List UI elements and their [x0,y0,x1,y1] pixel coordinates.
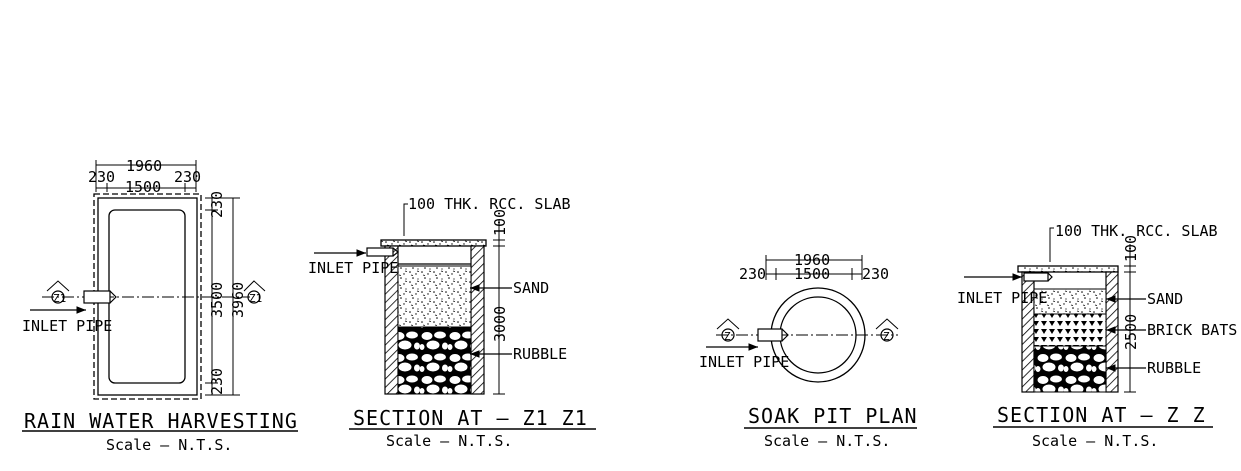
section-z: INLET PIPE 100 THK. RCC. SLAB 100 2500 S… [957,222,1237,450]
section-scale: Scale – N.T.S. [1032,432,1158,450]
rcc-slab [1017,265,1119,273]
soak-pit-scale: Scale – N.T.S. [764,432,890,450]
plan-scale: Scale – N.T.S. [106,436,232,454]
section-dimensions [493,220,505,395]
brick-bats-layer [1033,313,1107,347]
dim-overall-width: 1960 [126,157,162,175]
slab-dim: 100 [1122,235,1140,262]
inlet-pipe-label: INLET PIPE [699,353,789,371]
dim-wall-right: 230 [174,168,201,186]
section-title: SECTION AT – Z Z [997,403,1206,427]
section-scale: Scale – N.T.S. [386,432,512,450]
dim-bottom-wall: 230 [208,368,226,395]
plan-title: RAIN WATER HARVESTING [24,409,298,433]
inlet-pipe [757,328,783,342]
brick-bats-label: BRICK BATS [1147,321,1237,339]
section-marker-right: Z1 [243,280,266,305]
rwh-plan: Z1 Z1 INLET PIPE 1960 230 1500 230 [22,157,298,454]
inlet-pipe [83,290,111,304]
slab-label: 100 THK. RCC. SLAB [1055,222,1218,240]
rubble-layer [1033,345,1107,393]
marker-label: Z [724,330,731,343]
marker-label: Z1 [249,292,262,305]
dim-inner-width: 1500 [125,178,161,196]
section-title: SECTION AT – Z1 Z1 [353,406,588,430]
slab-dim: 100 [491,209,509,236]
inlet-pipe [366,247,394,257]
section-z1: INLET PIPE 100 THK. RCC. SLAB 100 3000 S… [308,195,596,450]
marker-label: Z1 [53,292,66,305]
dim-inner: 1500 [794,265,830,283]
inlet-pipe-label: INLET PIPE [308,259,398,277]
sand-label: SAND [1147,290,1183,308]
depth-dim: 3000 [491,306,509,342]
right-dimensions [205,197,240,396]
marker-label: Z [883,330,890,343]
section-marker-left: Z [716,318,740,343]
dim-inner-length: 3500 [208,282,226,318]
dim-wall-left: 230 [88,168,115,186]
rubble-layer [397,326,472,395]
soak-pit-plan: Z Z INLET PIPE 1960 230 1500 230 SOAK PI… [699,251,918,450]
rubble-label: RUBBLE [513,345,567,363]
dim-top-wall: 230 [208,191,226,218]
right-wall [1105,271,1119,393]
pipe-end [109,290,117,304]
inlet-pipe-label: INLET PIPE [957,289,1047,307]
dim-wall-left: 230 [739,265,766,283]
right-wall [470,245,485,395]
dim-overall-length: 3960 [229,282,247,318]
inlet-pipe-label: INLET PIPE [22,317,112,335]
pit-dimensions [765,255,863,280]
outer-wall-dashed [93,193,202,400]
inlet-pipe [1023,272,1049,282]
dim-wall-right: 230 [862,265,889,283]
top-dimensions [95,160,197,192]
depth-dim: 2500 [1122,314,1140,350]
soak-pit-title: SOAK PIT PLAN [748,404,918,428]
dim-overall: 1960 [794,251,830,269]
section-marker-left: Z1 [46,280,70,305]
section-dimensions [1124,244,1136,393]
rubble-label: RUBBLE [1147,359,1201,377]
slab-label: 100 THK. RCC. SLAB [408,195,571,213]
sand-label: SAND [513,279,549,297]
sand-layer [1033,288,1107,315]
sand-layer [397,265,472,328]
section-marker-right: Z [875,318,899,343]
rcc-slab [380,239,487,247]
